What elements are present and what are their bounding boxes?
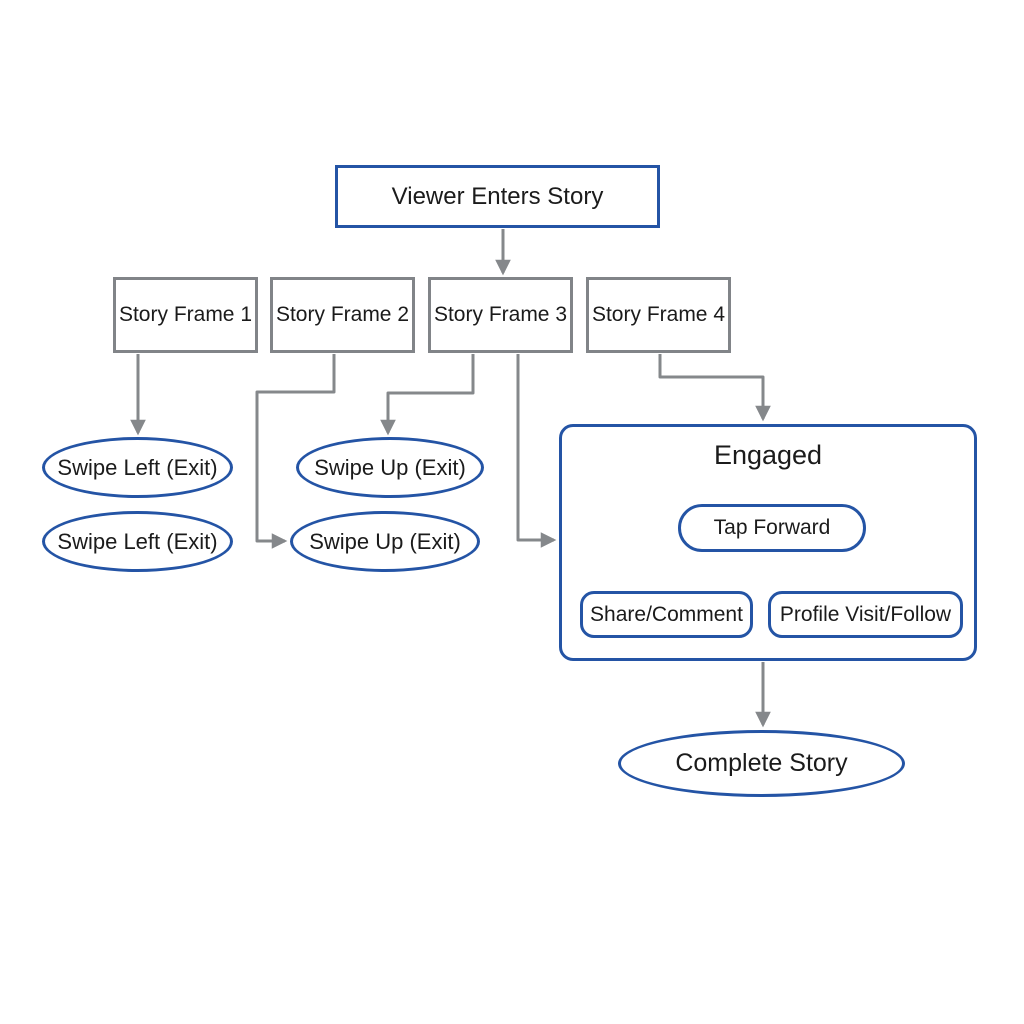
node-story-frame-3: Story Frame 3 — [428, 277, 573, 353]
story-frame-4-label: Story Frame 4 — [591, 303, 726, 326]
arrow-frame2-to-swipe-up-2 — [255, 354, 336, 549]
story-frame-2-label: Story Frame 2 — [275, 303, 410, 326]
profile-visit-follow-label: Profile Visit/Follow — [779, 602, 952, 626]
node-engaged-group: Engaged Tap Forward Share/Comment Profil… — [559, 424, 977, 661]
node-swipe-left-exit-1: Swipe Left (Exit) — [42, 437, 233, 498]
swipe-left-exit-2-label: Swipe Left (Exit) — [57, 528, 218, 554]
story-frame-3-label: Story Frame 3 — [433, 303, 568, 326]
swipe-left-exit-1-label: Swipe Left (Exit) — [57, 454, 218, 480]
node-swipe-up-exit-1: Swipe Up (Exit) — [296, 437, 484, 498]
node-viewer-enters-story: Viewer Enters Story — [335, 165, 660, 228]
share-comment-label: Share/Comment — [590, 602, 743, 626]
arrow-frame4-to-engaged — [658, 354, 771, 422]
node-share-comment: Share/Comment — [580, 591, 753, 638]
node-profile-visit-follow: Profile Visit/Follow — [768, 591, 963, 638]
node-story-frame-1: Story Frame 1 — [113, 277, 258, 353]
node-complete-story: Complete Story — [618, 730, 905, 797]
story-frame-1-label: Story Frame 1 — [118, 303, 253, 326]
complete-story-label: Complete Story — [675, 749, 848, 777]
tap-forward-label: Tap Forward — [713, 516, 831, 539]
arrow-frame3-to-engaged — [516, 354, 557, 548]
node-swipe-up-exit-2: Swipe Up (Exit) — [290, 511, 480, 572]
engaged-title: Engaged — [713, 440, 823, 470]
swipe-up-exit-2-label: Swipe Up (Exit) — [309, 528, 461, 554]
node-story-frame-2: Story Frame 2 — [270, 277, 415, 353]
viewer-enters-story-label: Viewer Enters Story — [391, 182, 604, 210]
node-tap-forward: Tap Forward — [678, 504, 866, 552]
swipe-up-exit-1-label: Swipe Up (Exit) — [314, 454, 466, 480]
node-swipe-left-exit-2: Swipe Left (Exit) — [42, 511, 233, 572]
node-story-frame-4: Story Frame 4 — [586, 277, 731, 353]
arrow-frame3-to-swipe-up-1 — [380, 354, 475, 436]
